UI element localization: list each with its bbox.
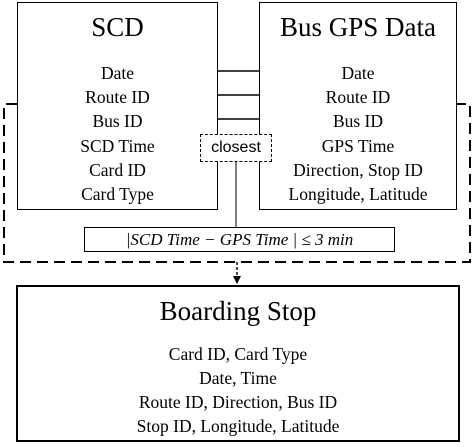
scd-box: SCD Date Route ID Bus ID SCD Time Card I… <box>17 2 218 210</box>
gps-field-bus-id: Bus ID <box>332 111 384 131</box>
time-condition: |SCD Time − GPS Time | ≤ 3 min <box>84 227 395 252</box>
gps-field-date: Date <box>341 63 375 83</box>
gps-title: Bus GPS Data <box>279 12 436 42</box>
dashed-group-frame <box>3 103 471 263</box>
scd-field-card-id: Card ID <box>89 160 146 180</box>
boarding-stop-title: Boarding Stop <box>159 296 317 326</box>
gps-field-route-id: Route ID <box>325 87 391 107</box>
scd-field-bus-id: Bus ID <box>92 111 143 131</box>
scd-title: SCD <box>91 12 144 42</box>
gps-box: Bus GPS Data Date Route ID Bus ID GPS Ti… <box>259 2 457 210</box>
boarding-line-stop: Stop ID, Longitude, Latitude <box>136 416 340 436</box>
gps-field-gps-time: GPS Time <box>321 136 395 156</box>
scd-field-date: Date <box>100 63 135 83</box>
boarding-line-card: Card ID, Card Type <box>168 344 308 364</box>
gps-field-direction-stop-id: Direction, Stop ID <box>293 160 423 180</box>
boarding-line-date-time: Date, Time <box>199 368 277 388</box>
closest-label: closest <box>200 134 272 162</box>
scd-field-card-type: Card Type <box>81 184 154 204</box>
boarding-stop-box: Boarding Stop Card ID, Card Type Date, T… <box>16 285 460 442</box>
boarding-line-route: Route ID, Direction, Bus ID <box>138 392 338 412</box>
gps-field-longitude-latitude: Longitude, Latitude <box>288 184 428 204</box>
scd-field-route-id: Route ID <box>85 87 150 107</box>
scd-field-scd-time: SCD Time <box>80 136 155 156</box>
